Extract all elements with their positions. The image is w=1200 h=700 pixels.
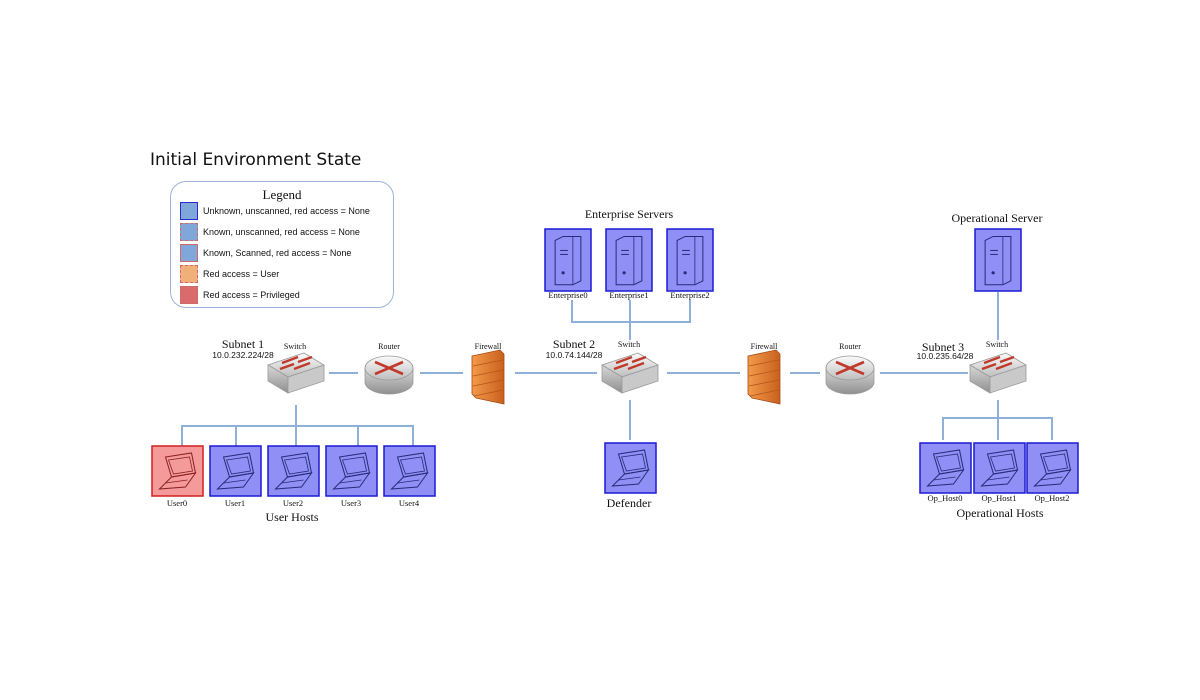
switch2-icon: [601, 352, 659, 394]
server-enterprise2[interactable]: Enterprise2: [666, 228, 714, 300]
diagram-title: Initial Environment State: [150, 150, 362, 170]
legend-item-user-access: Red access = User: [180, 265, 279, 283]
legend-swatch: [180, 265, 198, 283]
server-enterprise0[interactable]: Enterprise0: [544, 228, 592, 300]
user-hosts: User0 User1 User2 User3 User4: [151, 445, 436, 508]
host-label: Enterprise1: [609, 290, 648, 300]
legend-label: Known, unscanned, red access = None: [203, 227, 360, 237]
legend-item-privileged-access: Red access = Privileged: [180, 286, 300, 304]
subnet1-name: Subnet 1: [222, 337, 264, 351]
links: [181, 292, 1053, 446]
legend-item-known-scanned: Known, Scanned, red access = None: [180, 244, 351, 262]
server-operational[interactable]: [974, 228, 1022, 292]
host-label: User0: [167, 498, 187, 508]
legend-title: Legend: [262, 187, 302, 202]
legend-item-unknown: Unknown, unscanned, red access = None: [180, 202, 370, 220]
subnet2-cidr: 10.0.74.144/28: [546, 350, 603, 360]
firewall1-label: Firewall: [475, 342, 502, 351]
router2-label: Router: [839, 342, 861, 351]
host-user3[interactable]: User3: [325, 445, 378, 508]
router1-icon: [364, 355, 414, 395]
host-label: User1: [225, 498, 245, 508]
operational-hosts: Op_Host0 Op_Host1 Op_Host2: [919, 442, 1079, 503]
operational-hosts-label: Operational Hosts: [957, 506, 1044, 520]
legend-label: Known, Scanned, red access = None: [203, 248, 352, 258]
subnet1-cidr: 10.0.232.224/28: [212, 350, 274, 360]
host-user4[interactable]: User4: [383, 445, 436, 508]
operational-server-label: Operational Server: [952, 211, 1043, 225]
user-hosts-label: User Hosts: [266, 510, 319, 524]
host-op_host1[interactable]: Op_Host1: [973, 442, 1026, 503]
host-label: User2: [283, 498, 303, 508]
firewall2-label: Firewall: [751, 342, 778, 351]
host-op_host2[interactable]: Op_Host2: [1026, 442, 1079, 503]
switch2-label: Switch: [618, 340, 640, 349]
legend-item-known-unscanned: Known, unscanned, red access = None: [180, 223, 360, 241]
link-enterprise-bus: [571, 300, 691, 323]
legend: Legend Unknown, unscanned, red access = …: [170, 181, 394, 308]
host-label: User3: [341, 498, 361, 508]
link-user-bus: [181, 425, 414, 446]
host-label: Op_Host0: [928, 493, 963, 503]
host-label: User4: [399, 498, 420, 508]
host-user1[interactable]: User1: [209, 445, 262, 508]
legend-swatch: [180, 244, 198, 262]
subnet3-cidr: 10.0.235.64/28: [917, 351, 974, 361]
router2-icon: [825, 355, 875, 395]
firewall2-icon: [747, 349, 781, 405]
host-label: Op_Host1: [982, 493, 1017, 503]
server-enterprise1[interactable]: Enterprise1: [605, 228, 653, 300]
operational-server: [974, 228, 1022, 292]
host-op_host0[interactable]: Op_Host0: [919, 442, 972, 503]
router1-label: Router: [378, 342, 400, 351]
legend-label: Red access = Privileged: [203, 290, 300, 300]
subnet3-name: Subnet 3: [922, 340, 964, 354]
subnet2-name: Subnet 2: [553, 337, 595, 351]
switch1-label: Switch: [284, 342, 306, 351]
host-label: Op_Host2: [1035, 493, 1070, 503]
switch3-icon: [969, 352, 1027, 394]
defender-host: [604, 442, 657, 494]
host-label: Enterprise2: [670, 290, 709, 300]
host-label: Enterprise0: [548, 290, 587, 300]
legend-swatch: [180, 286, 198, 304]
firewall1-icon: [471, 349, 505, 405]
defender-label: Defender: [607, 496, 652, 510]
host-user0[interactable]: User0: [151, 445, 204, 508]
host-defender[interactable]: [604, 442, 657, 494]
switch1-icon: [267, 352, 325, 394]
legend-label: Unknown, unscanned, red access = None: [203, 206, 370, 216]
legend-swatch: [180, 223, 198, 241]
legend-swatch: [180, 202, 198, 220]
switch3-label: Switch: [986, 340, 1008, 349]
enterprise-servers-label: Enterprise Servers: [585, 207, 674, 221]
enterprise-servers: Enterprise0 Enterprise1 Enterprise2: [544, 228, 714, 300]
legend-label: Red access = User: [203, 269, 280, 279]
host-user2[interactable]: User2: [267, 445, 320, 508]
